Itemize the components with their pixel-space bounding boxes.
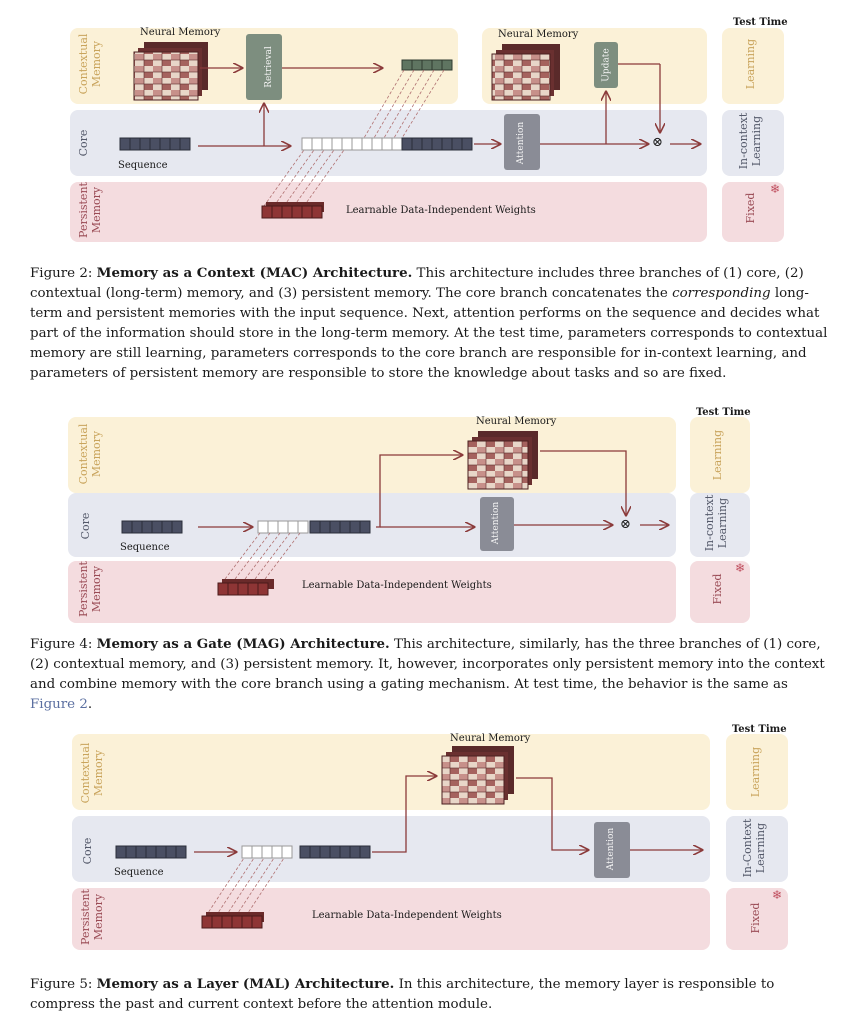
figure-mal: Neural Memory Sequence Learnable Data-In… bbox=[0, 720, 856, 1020]
weights-label: Learnable Data-Independent Weights bbox=[312, 910, 502, 921]
test-time-label: Test Time bbox=[733, 17, 788, 28]
sequence-label: Sequence bbox=[118, 160, 168, 171]
concatenated-tokens bbox=[242, 846, 370, 858]
test-time-label: Test Time bbox=[696, 407, 751, 418]
attention-label: Attention bbox=[491, 502, 501, 544]
concatenated-tokens bbox=[258, 521, 370, 533]
neural-memory-label: Neural Memory bbox=[140, 27, 220, 38]
figure-mac: Neural Memory Neural Memory Sequence Lea… bbox=[0, 0, 856, 390]
figure-2-link[interactable]: Figure 2 bbox=[30, 697, 88, 712]
fixed-label: Fixed bbox=[712, 569, 725, 609]
contextual-memory-label: Contextual Memory bbox=[78, 419, 103, 489]
contextual-memory-label: Contextual Memory bbox=[78, 28, 103, 100]
snowflake-icon: ❄ bbox=[770, 182, 780, 196]
persistent-links bbox=[264, 150, 344, 206]
in-context-learning-label: In-context Learning bbox=[704, 493, 729, 553]
attention-label: Attention bbox=[516, 122, 526, 164]
fixed-label: Fixed bbox=[745, 188, 758, 228]
persistent-weights bbox=[218, 579, 274, 595]
persistent-memory-label: Persistent Memory bbox=[78, 182, 103, 238]
test-time-label: Test Time bbox=[732, 724, 787, 735]
retrieval-links bbox=[364, 70, 444, 138]
neural-memory-cube-2 bbox=[492, 44, 560, 100]
neural-memory-cube bbox=[468, 431, 538, 489]
learning-label: Learning bbox=[750, 744, 763, 800]
snowflake-icon: ❄ bbox=[735, 561, 745, 575]
core-label: Core bbox=[82, 836, 95, 866]
figure-5-caption: Figure 5: Memory as a Layer (MAL) Archit… bbox=[30, 974, 836, 1015]
neural-memory-cube bbox=[442, 746, 514, 804]
neural-memory-label-2: Neural Memory bbox=[498, 29, 578, 40]
neural-memory-label: Neural Memory bbox=[450, 733, 530, 744]
persistent-links bbox=[222, 533, 300, 583]
figure-4-caption: Figure 4: Memory as a Gate (MAG) Archite… bbox=[30, 634, 836, 715]
learning-label: Learning bbox=[745, 36, 758, 92]
sequence-tokens bbox=[122, 521, 182, 533]
snowflake-icon: ❄ bbox=[772, 888, 782, 902]
contextual-memory-label: Contextual Memory bbox=[80, 738, 105, 808]
sequence-label: Sequence bbox=[114, 867, 164, 878]
core-label: Core bbox=[78, 128, 91, 158]
persistent-weights bbox=[202, 912, 264, 928]
weights-label: Learnable Data-Independent Weights bbox=[346, 205, 536, 216]
core-label: Core bbox=[80, 511, 93, 541]
sequence-tokens bbox=[120, 138, 190, 150]
in-context-learning-label: In-Context Learning bbox=[742, 816, 767, 880]
gate-symbol: ⊗ bbox=[620, 517, 631, 532]
mal-diagram-svg bbox=[0, 720, 856, 960]
persistent-links bbox=[206, 858, 284, 916]
persistent-memory-label: Persistent Memory bbox=[78, 561, 103, 617]
retrieved-tokens bbox=[402, 60, 452, 70]
sequence-label: Sequence bbox=[120, 542, 170, 553]
figure-mag: Neural Memory Sequence Learnable Data-In… bbox=[0, 405, 856, 695]
neural-memory-cube bbox=[134, 42, 208, 100]
retrieval-label: Retrieval bbox=[264, 46, 274, 88]
learning-label: Learning bbox=[712, 427, 725, 483]
fixed-label: Fixed bbox=[750, 898, 763, 938]
update-label: Update bbox=[602, 48, 612, 81]
persistent-weights bbox=[262, 202, 324, 218]
gate-symbol: ⊗ bbox=[652, 135, 663, 150]
in-context-learning-label: In-context Learning bbox=[738, 110, 763, 172]
weights-label: Learnable Data-Independent Weights bbox=[302, 580, 492, 591]
concatenated-tokens bbox=[302, 138, 472, 150]
neural-memory-label: Neural Memory bbox=[476, 416, 556, 427]
persistent-memory-label: Persistent Memory bbox=[80, 888, 105, 946]
figure-2-caption: Figure 2: Memory as a Context (MAC) Arch… bbox=[30, 263, 836, 384]
sequence-tokens bbox=[116, 846, 186, 858]
attention-label: Attention bbox=[606, 828, 616, 870]
